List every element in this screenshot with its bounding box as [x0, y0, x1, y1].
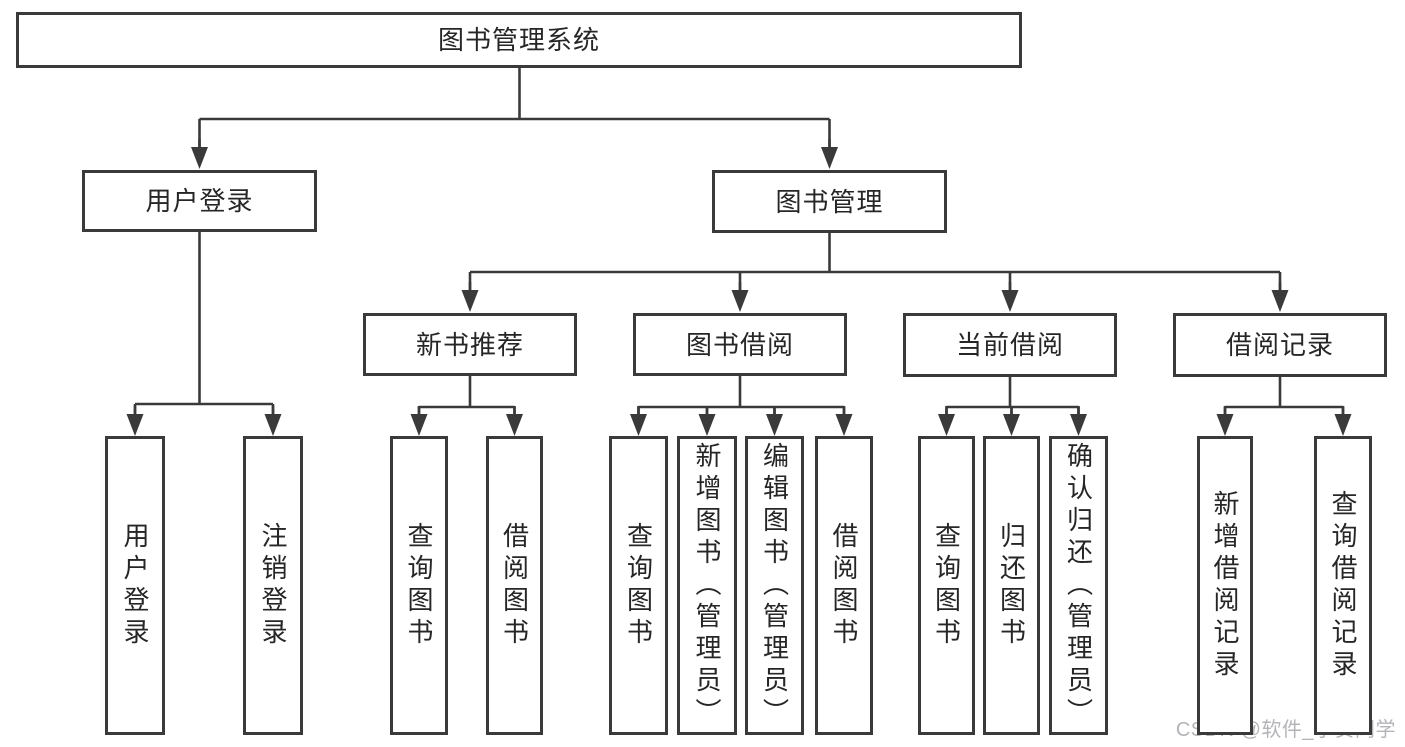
node-book-management: 图书管理 — [712, 170, 947, 233]
leaf-add-borrow-record: 新增借阅记录 — [1197, 436, 1253, 735]
node-library-management-system-label: 图书管理系统 — [437, 25, 600, 55]
leaf-borrow-books-label: 借阅图书 — [499, 521, 530, 650]
node-book-management-label: 图书管理 — [775, 186, 884, 217]
arrowhead-icon — [191, 147, 208, 169]
leaf-edit-books-admin-label: 编辑图书（管理员） — [759, 441, 790, 730]
leaf-search-books-label: 查询图书 — [404, 521, 434, 650]
leaf-borrow-books-label: 借阅图书 — [829, 521, 859, 650]
leaf-logout: 注销登录 — [243, 436, 303, 735]
leaf-return-books: 归还图书 — [983, 436, 1040, 735]
arrowhead-icon — [766, 414, 783, 436]
node-new-book-recommendation-label: 新书推荐 — [415, 329, 524, 360]
arrowhead-icon — [821, 147, 838, 169]
node-library-management-system: 图书管理系统 — [16, 12, 1022, 68]
leaf-return-books-label: 归还图书 — [996, 521, 1027, 650]
node-book-borrowing: 图书借阅 — [633, 313, 847, 376]
node-user-login-label: 用户登录 — [145, 186, 254, 216]
arrowhead-icon — [1003, 414, 1020, 436]
leaf-add-books-admin: 新增图书（管理员） — [677, 436, 737, 735]
arrowhead-icon — [698, 414, 716, 436]
leaf-search-books: 查询图书 — [390, 436, 448, 735]
leaf-search-borrow-record-label: 查询借阅记录 — [1328, 489, 1358, 682]
node-current-borrowing: 当前借阅 — [903, 313, 1117, 377]
leaf-borrow-books: 借阅图书 — [815, 436, 873, 735]
leaf-confirm-return-admin: 确认归还（管理员） — [1049, 436, 1108, 735]
node-borrowing-records: 借阅记录 — [1173, 313, 1387, 377]
leaf-user-login: 用户登录 — [105, 436, 165, 735]
arrowhead-icon — [1334, 414, 1352, 436]
arrowhead-icon — [1070, 414, 1087, 436]
leaf-search-books: 查询图书 — [609, 436, 668, 735]
node-user-login: 用户登录 — [82, 170, 317, 232]
arrowhead-icon — [630, 414, 647, 436]
node-borrowing-records-label: 借阅记录 — [1225, 330, 1334, 360]
leaf-confirm-return-admin-label: 确认归还（管理员） — [1063, 441, 1094, 730]
arrowhead-icon — [938, 414, 955, 436]
arrowhead-icon — [264, 414, 282, 436]
leaf-borrow-books: 借阅图书 — [486, 436, 543, 735]
node-new-book-recommendation: 新书推荐 — [363, 313, 577, 376]
leaf-search-books: 查询图书 — [918, 436, 975, 735]
leaf-edit-books-admin: 编辑图书（管理员） — [745, 436, 804, 735]
node-book-borrowing-label: 图书借阅 — [685, 329, 794, 360]
leaf-user-login-label: 用户登录 — [120, 521, 150, 650]
arrowhead-icon — [461, 290, 479, 312]
arrowhead-icon — [1271, 290, 1289, 312]
arrowhead-icon — [126, 414, 144, 436]
arrowhead-icon — [1001, 290, 1019, 312]
leaf-search-books-label: 查询图书 — [623, 521, 654, 650]
leaf-search-borrow-record: 查询借阅记录 — [1314, 436, 1372, 735]
arrowhead-icon — [1216, 414, 1234, 436]
leaf-logout-label: 注销登录 — [258, 521, 288, 650]
leaf-search-books-label: 查询图书 — [931, 521, 962, 650]
leaf-add-borrow-record-label: 新增借阅记录 — [1210, 489, 1240, 682]
node-current-borrowing-label: 当前借阅 — [955, 330, 1064, 360]
arrowhead-icon — [835, 414, 853, 436]
arrowhead-icon — [410, 414, 428, 436]
arrowhead-icon — [506, 414, 523, 436]
leaf-add-books-admin-label: 新增图书（管理员） — [692, 441, 722, 730]
arrowhead-icon — [731, 290, 749, 312]
